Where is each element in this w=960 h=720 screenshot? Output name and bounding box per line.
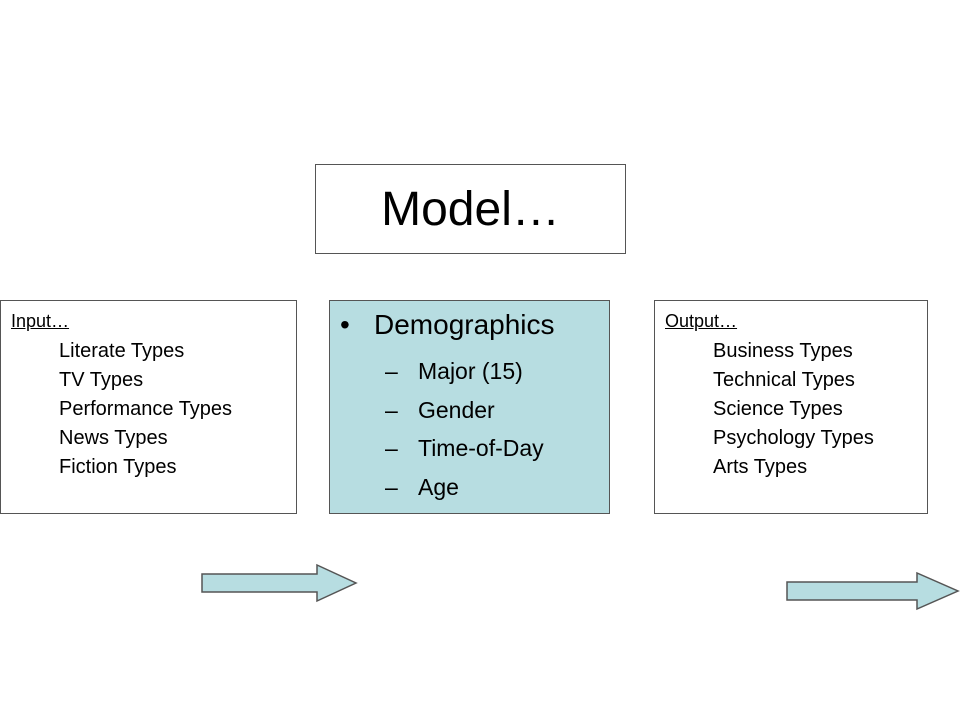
demographics-box: •Demographics –Major (15) –Gender –Time-… — [329, 300, 610, 514]
bullet-marker: • — [340, 309, 350, 340]
demographics-item-label: Age — [418, 473, 459, 500]
dash-marker: – — [385, 473, 398, 500]
input-heading: Input… — [11, 311, 70, 331]
demographics-item-label: Major (15) — [418, 358, 523, 384]
demographics-item: –Major (15) — [385, 352, 544, 391]
demographics-heading: • Demographics — [340, 309, 555, 341]
output-item: Science Types — [713, 398, 843, 420]
model-title-box: Model… — [315, 164, 626, 254]
input-item: TV Types — [59, 369, 144, 391]
demographics-list: –Major (15) –Gender –Time-of-Day –Age — [385, 352, 544, 506]
demographics-item-label: Time-of-Day — [418, 435, 544, 461]
output-item: Technical Types — [713, 369, 855, 391]
input-box: Input… Literate Types TV Types Performan… — [0, 300, 297, 514]
arrow-shape — [786, 571, 960, 611]
input-list: Literate Types TV Types Performance Type… — [59, 337, 232, 482]
demographics-item: –Gender — [385, 391, 544, 430]
output-list: Business Types Technical Types Science T… — [713, 337, 874, 482]
input-item: Fiction Types — [59, 456, 177, 478]
output-item: Psychology Types — [713, 427, 874, 449]
demographics-item-label: Gender — [418, 396, 495, 423]
output-box: Output… Business Types Technical Types S… — [654, 300, 928, 514]
dash-marker: – — [385, 435, 398, 461]
arrow-icon-left — [201, 563, 358, 603]
output-heading: Output… — [665, 311, 738, 331]
dash-marker: – — [385, 358, 398, 384]
demographics-label: Demographics — [374, 309, 555, 340]
output-item: Arts Types — [713, 456, 808, 478]
input-item: Literate Types — [59, 340, 185, 362]
arrow-shape — [201, 563, 358, 603]
arrow-icon-right — [786, 571, 960, 611]
input-item: News Types — [59, 427, 168, 449]
dash-marker: – — [385, 396, 398, 423]
model-title: Model… — [381, 182, 560, 236]
demographics-item: –Time-of-Day — [385, 429, 544, 468]
input-item: Performance Types — [59, 398, 233, 420]
demographics-item: –Age — [385, 468, 544, 507]
output-item: Business Types — [713, 340, 853, 362]
